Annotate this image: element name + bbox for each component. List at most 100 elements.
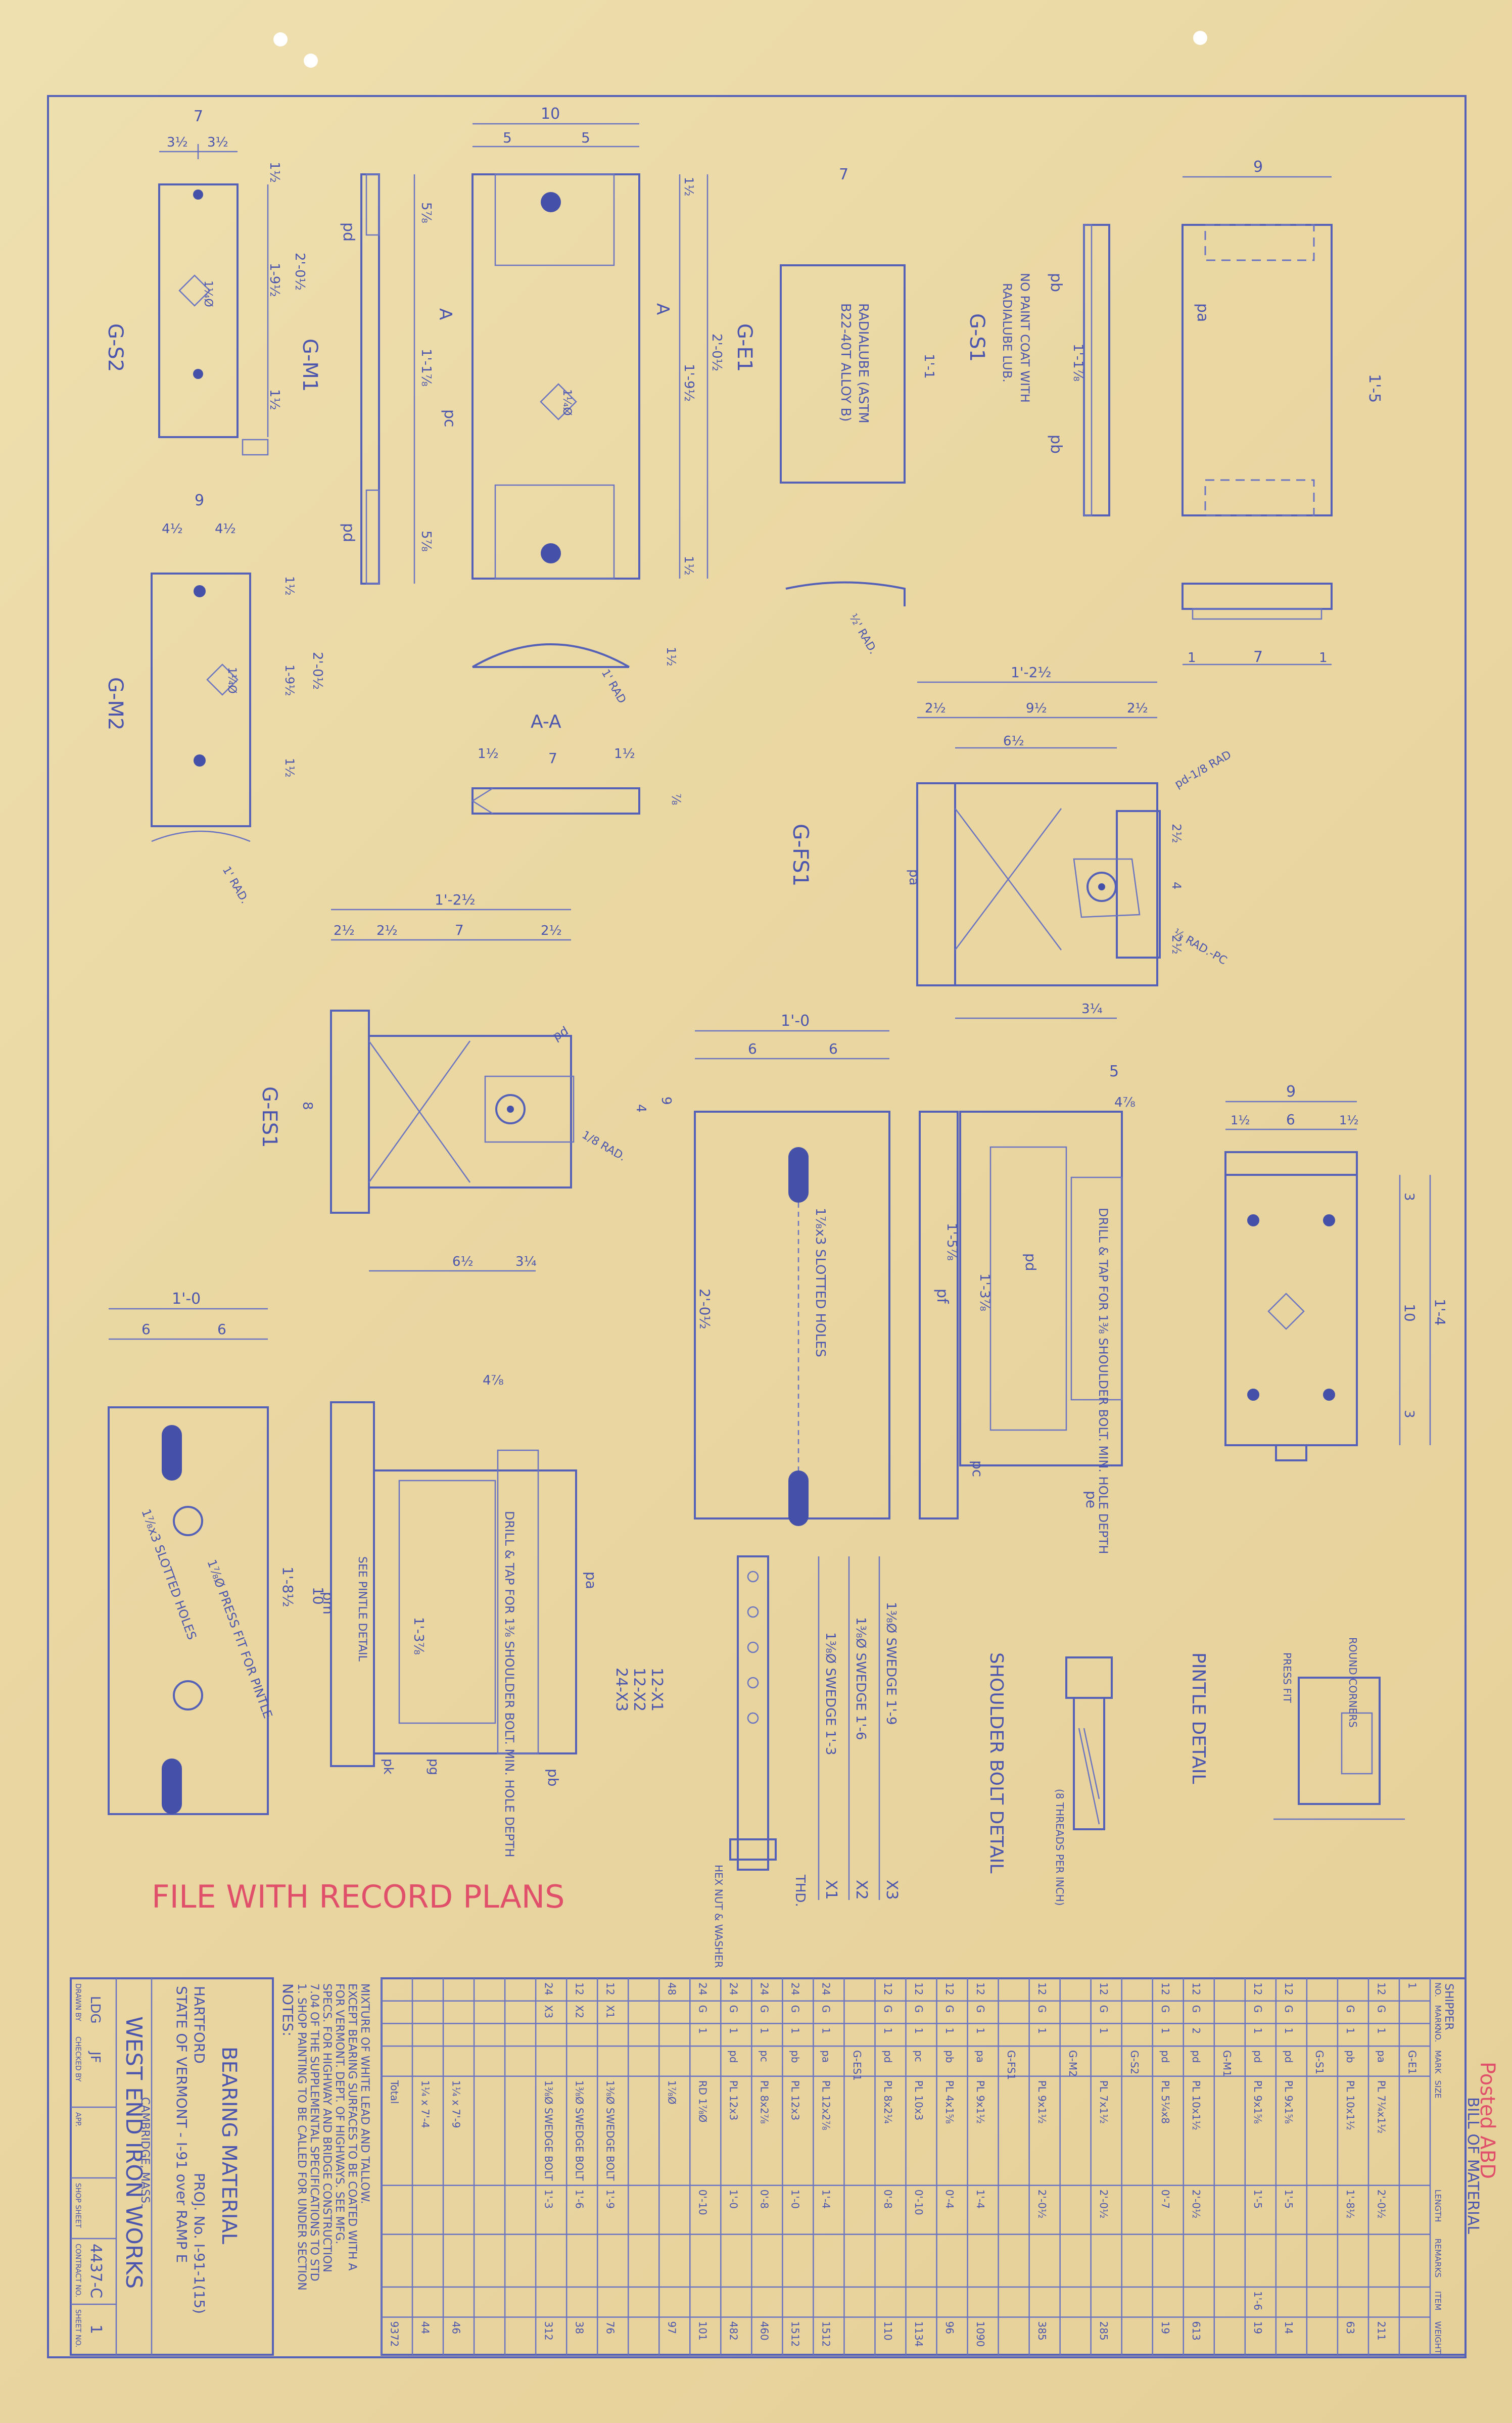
g-es1-dim-b: 2½ [376, 923, 398, 938]
bom-cell: 24 [542, 1982, 554, 1995]
shoe-1-pe: pe [1083, 1491, 1100, 1508]
bom-cell: 1'-6 [1252, 2291, 1264, 2310]
shoe-1-note: DRILL & TAP FOR 1⅜ SHOULDER BOLT. MIN. H… [1096, 1208, 1110, 1554]
bom-cell: pa [820, 2050, 832, 2063]
bolt-x1: 12-X1 [648, 1668, 666, 1712]
bom-cell: G [1375, 2005, 1387, 2013]
slotted-2-dim-b: 6 [217, 1321, 226, 1338]
bom-cell: 97 [666, 2321, 678, 2334]
view-shoe-2: DRILL & TAP FOR 1⅜ SHOULDER BOLT. MIN. H… [330, 1373, 599, 1857]
g-s2-dim-h1: 1½ [267, 162, 282, 183]
bom-cell: 1 [1344, 2027, 1356, 2034]
bom-cell: 1'-9 [604, 2190, 617, 2209]
bom-cell: pd [1190, 2050, 1202, 2063]
bolt-x2: 12-X2 [630, 1668, 648, 1712]
bom-cell: 12 [1252, 1982, 1264, 1995]
g-m2-dim-b: 4½ [215, 521, 236, 537]
shoe-2-pg: pg [426, 1759, 441, 1775]
bom-cell: 19 [1159, 2321, 1171, 2334]
shoe-2-pk: pk [381, 1759, 396, 1775]
g-m1-dim-top: 5⅞ [418, 202, 434, 223]
shoe-2-dim-b: 1'-3⅞ [411, 1617, 426, 1655]
title-block: DRAWN BY CHECKED BY APP. SHOP SHEET CONT… [70, 1977, 274, 2356]
drawn-label: DRAWN BY [74, 1983, 82, 2021]
shoe-1-dim-r1: 1½ [1231, 1113, 1250, 1127]
pintle-label: PINTLE DETAIL [1188, 1652, 1209, 1784]
g-s2-dim-a: 3½ [167, 135, 188, 150]
sheet-number: 1 [87, 2324, 105, 2334]
g-m2-dim-h1: 1½ [282, 576, 297, 596]
bom-cell: 1'-6 [573, 2190, 585, 2209]
bom-cell: 1'-5 [1252, 2190, 1264, 2209]
bom-cell: PL 9x1⅝ [1252, 2080, 1264, 2124]
g-s1-label: G-S1 [965, 313, 988, 362]
g-s1-pa: pa [1194, 303, 1211, 322]
g-es1-dim-d: 2½ [541, 923, 562, 938]
notes-line-2: 7.04 OF THE SUPPLEMENTAL SPECIFICATIONS … [308, 1983, 320, 2282]
bom-header-cell: NO. [1433, 2027, 1443, 2042]
bom-cell: 24 [728, 1982, 740, 1995]
a-a-label: A-A [531, 711, 561, 732]
bom-cell: G-S2 [1128, 2050, 1141, 2074]
view-slotted-plate-2: 1'-0 6 6 1'-8½ 10 1⅞x3 SLOTTED HOLES 1⅞Ø… [108, 1290, 337, 1815]
bom-cell: PL 7x1½ [1098, 2080, 1110, 2124]
g-fs1-dim-e: 3¼ [1081, 1002, 1103, 1017]
a-a-rad: 1' RAD [599, 668, 628, 706]
bom-cell: pd [728, 2050, 740, 2063]
g-m1-dim-mid: 1'-1⅞ [418, 349, 434, 387]
g-s1-dim-b1: 1 [1188, 650, 1196, 666]
g-s2-dim-top: 7 [194, 108, 203, 125]
bom-cell: G-E1 [1406, 2050, 1418, 2074]
slotted-1-dim-h: 2'-0½ [696, 1289, 713, 1329]
shoulder-bolt-label: SHOULDER BOLT DETAIL [986, 1652, 1007, 1873]
bom-cell: 63 [1344, 2321, 1356, 2334]
bom-cell: G [1344, 2005, 1356, 2013]
shoe-1-dim-r3: 1½ [1339, 1113, 1359, 1127]
g-s1-note4: RADIALUBE LUB. [1000, 283, 1014, 383]
g-fs1-dim-top: 1'-2½ [1011, 664, 1052, 681]
view-g-fs1: G-FS1 1'-2½ 2½ 9½ 2½ 6½ 3¼ pd-1/8 RAD ½ … [788, 664, 1234, 1019]
bom-cell: PL 9x1½ [1036, 2080, 1048, 2124]
shoe-1-dim-a: 5 [1109, 1063, 1119, 1080]
g-s2-dim-total: 2'-0½ [292, 253, 307, 291]
bom-cell: 1'-0 [789, 2190, 801, 2209]
bom-cell: 0'-8 [882, 2190, 894, 2209]
company-name: WEST END IRON WORKS [121, 2016, 147, 2289]
bom-cell: G-M2 [1067, 2050, 1079, 2077]
a-a-dim-b: 7 [548, 750, 557, 767]
punch-hole-1 [273, 32, 288, 46]
g-es1-dim-e: 6½ [452, 1254, 474, 1269]
sheet-border [47, 95, 1467, 2358]
bom-cell: 1 [882, 2027, 894, 2034]
bom-cell: 1¼ x 7'-9 [450, 2080, 462, 2128]
general-notes: NOTES: 1. SHOP PAINTING TO BE CALLED FOR… [279, 1983, 371, 2291]
bolt-x1b: X1 [822, 1880, 840, 1900]
g-s1-pb-2: pb [1047, 435, 1065, 454]
bom-cell: Total [388, 2080, 400, 2104]
bom-shipper: SHIPPER [1442, 1983, 1455, 2030]
view-g-m1: G-M1 pd pd 5⅞ 1'-1⅞ 5⅞ pc A [298, 173, 458, 585]
project-number: PROJ. No. I-91-1(15) [191, 2173, 208, 2314]
bom-cell: 1'-4 [974, 2190, 986, 2209]
bom-header-cell: SIZE [1433, 2080, 1443, 2099]
slotted-2-note: 1⅞x3 SLOTTED HOLES [138, 1507, 199, 1641]
bom-cell: 14 [1283, 2321, 1295, 2334]
g-m2-rad: 1' RAD. [220, 865, 251, 906]
g-m1-dim-bot: 5⅞ [418, 531, 434, 552]
bom-cell: PL 10x3 [913, 2080, 925, 2121]
bom-cell: 12 [573, 1982, 585, 1995]
view-g-s1: G-S1 7 RADIALUBE (ASTM B22-40T ALLOY B) … [780, 158, 1383, 666]
bom-cell: pc [913, 2050, 925, 2062]
bom-cell: 1⅜Ø SWEDGE BOLT [573, 2080, 585, 2181]
checked-value: JF [87, 2051, 103, 2063]
bom-cell: 1 [943, 2027, 956, 2034]
sheet-no-label: SHEET NO. [74, 2309, 82, 2347]
view-g-m2: G-M2 9 4½ 4½ 1½ 1-9½ 1½ 2'-0½ 1¼Ø 1' RAD… [104, 492, 325, 906]
punch-hole-2 [304, 54, 318, 68]
g-m1-label: G-M1 [298, 339, 321, 392]
bom-cell: G [728, 2005, 740, 2013]
g-e1-dim-total: 2'-0½ [709, 334, 724, 371]
company-city: CAMBRIDGE, MASS. [138, 2097, 151, 2207]
shoe-2-see: SEE PINTLE DETAIL [356, 1556, 368, 1662]
